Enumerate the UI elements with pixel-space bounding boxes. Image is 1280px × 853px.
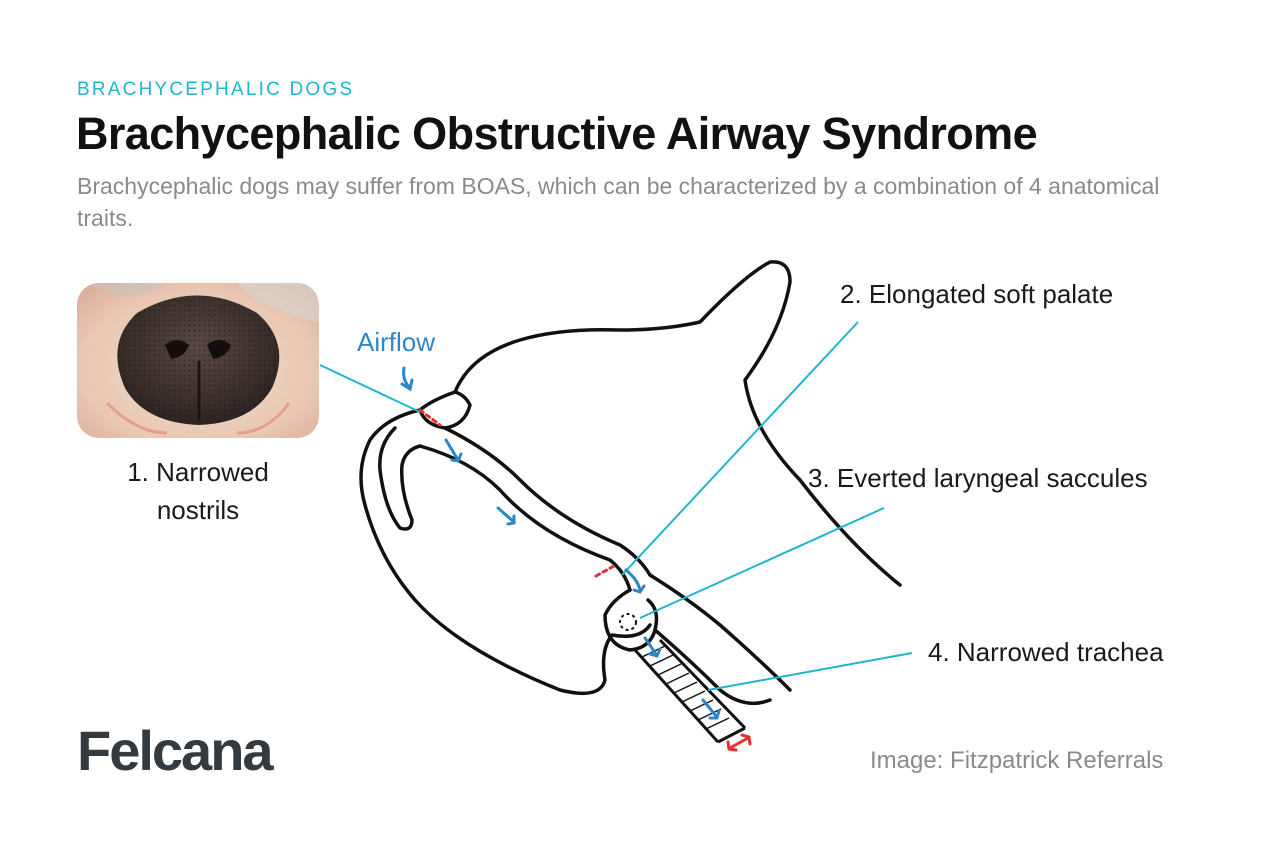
page-subtitle: Brachycephalic dogs may suffer from BOAS… [77,173,1160,231]
nose-photo [77,283,319,438]
airflow-arrows [400,366,721,720]
restriction-markers [418,408,752,752]
trait-label-soft-palate: 2. Elongated soft palate [840,279,1114,309]
saccule-marker [619,613,637,631]
trait-label-laryngeal-saccules: 3. Everted laryngeal saccules [808,463,1148,493]
leader-lines [319,321,913,691]
page-title: Brachycephalic Obstructive Airway Syndro… [76,108,1038,159]
image-credit: Image: Fitzpatrick Referrals [870,747,1164,774]
brand-logo: Felcana [77,719,274,782]
head-outline [359,260,902,706]
trait-label-nostrils: 1. Narrowed nostrils [127,457,269,525]
trait-label-trachea: 4. Narrowed trachea [928,637,1164,667]
airflow-label: Airflow [357,327,436,357]
eyebrow-label: BRACHYCEPHALIC DOGS [77,79,355,100]
trachea [633,638,747,744]
